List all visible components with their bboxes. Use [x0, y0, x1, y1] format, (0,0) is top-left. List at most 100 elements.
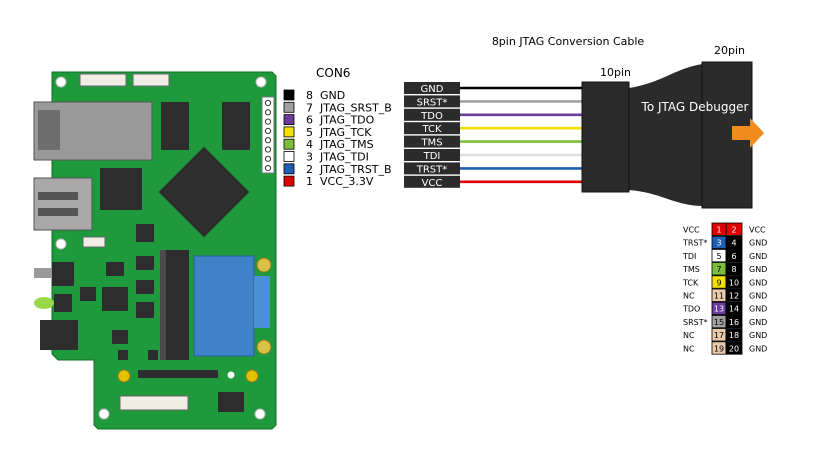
header-pin-even-number: 20	[729, 344, 739, 353]
pcb-header-pins	[264, 99, 272, 172]
audio-jack	[40, 320, 78, 350]
con6-pin-color-swatch	[283, 89, 295, 101]
con6-pin-color-swatch	[283, 101, 295, 113]
wifi-module-shield	[254, 276, 270, 328]
con6-pin-name: JTAG_TDI	[319, 151, 369, 164]
header-pin-odd-number: 17	[714, 331, 724, 340]
con6-pin-number: 7	[306, 101, 313, 114]
header-pin-right-label: GND	[749, 265, 767, 274]
header-pin-right-label: GND	[749, 318, 767, 327]
header-pin-even-cell	[725, 248, 743, 263]
wire-label-tag	[404, 95, 460, 108]
con6-pin-name: JTAG_TRST_B	[319, 163, 392, 176]
header-pin-left-label: TRST*	[682, 239, 707, 248]
fpc-connector	[79, 73, 127, 87]
pcb-header-pin	[264, 99, 272, 107]
usb-jack	[33, 177, 93, 231]
con6-pin-number: 8	[306, 89, 313, 102]
header-pin-odd-number: 9	[716, 278, 721, 287]
header-pin-even-cell	[725, 328, 743, 342]
wire-label-tag	[404, 108, 460, 121]
header-pin-even-number: 16	[729, 318, 739, 327]
card-slot	[165, 250, 189, 360]
small-chip	[148, 350, 158, 360]
wire-label-tag	[404, 82, 460, 94]
header-pin-odd-number: 19	[714, 344, 724, 353]
soc-chip	[158, 146, 250, 238]
cable-title: 8pin JTAG Conversion Cable	[492, 35, 645, 48]
ethernet-jack-face	[38, 110, 60, 150]
wire-label-tag	[404, 162, 460, 175]
header-pin-odd-number: 3	[716, 239, 721, 248]
header-pin-even-number: 6	[731, 252, 736, 261]
mounting-hole	[227, 371, 235, 379]
small-chip	[80, 287, 96, 301]
header-pin-left-label: NC	[683, 331, 695, 340]
header-pin-even-number: 4	[731, 239, 736, 248]
wire-label: TMS	[420, 138, 442, 149]
header-pin-odd-number: 15	[714, 318, 724, 327]
con6-pin-name: VCC_3.3V	[320, 175, 374, 188]
ram-chip	[161, 102, 189, 150]
header-pin-left-label: TMS	[682, 265, 700, 274]
mounting-hole	[55, 238, 67, 250]
fpc-connector	[132, 73, 170, 87]
header-pin-left-label: SRST*	[683, 318, 708, 327]
con6-pin-name: JTAG_TCK	[319, 126, 372, 139]
connector-20pin-label: 20pin	[714, 44, 745, 57]
header-pin-even-cell	[725, 262, 743, 276]
con6-pin-number: 4	[306, 138, 313, 151]
small-chip	[136, 302, 154, 318]
con6-title: CON6	[316, 66, 350, 80]
con6-pin-color-swatch	[283, 163, 295, 175]
header-pin-even-number: 10	[729, 278, 739, 287]
con6-pin-color-swatch	[283, 138, 295, 150]
usb-jack-slot	[38, 208, 78, 216]
wire-label-tag	[404, 149, 460, 161]
con6-pin-name: JTAG_SRST_B	[319, 101, 392, 114]
header-pin-left-label: VCC	[683, 226, 700, 235]
mounting-hole	[55, 76, 67, 88]
con6-pin-number: 1	[306, 175, 313, 188]
header-pin-even-number: 18	[729, 331, 739, 340]
ram-chip	[222, 102, 250, 150]
header-pin-even-number: 14	[729, 305, 739, 314]
header-pin-even-number: 2	[731, 226, 736, 235]
wire-label: TCK	[421, 124, 442, 135]
mounting-hole	[254, 408, 266, 420]
small-chip	[102, 287, 128, 311]
pcb-header-pin	[264, 146, 272, 153]
header-pin-odd-number: 7	[716, 265, 721, 274]
wire-label-tag	[404, 135, 460, 148]
wire-label: GND	[421, 84, 444, 95]
wire-label: TDO	[420, 111, 443, 122]
header-pin-right-label: GND	[749, 331, 767, 340]
wire-label-tag	[404, 175, 460, 188]
header-pin-left-label: TDI	[682, 252, 696, 261]
header-pin-even-cell	[725, 275, 743, 289]
led-body	[54, 294, 72, 312]
pcb-header-pin	[264, 137, 272, 144]
header-pin-even-cell	[725, 341, 743, 355]
pcb-board	[33, 71, 277, 430]
con6-pin-name: GND	[320, 89, 345, 102]
con6-pin-color-swatch	[283, 151, 295, 162]
con6-pin-name: JTAG_TDO	[319, 114, 375, 127]
header-pin-right-label: GND	[749, 252, 767, 261]
con6-pin-number: 2	[306, 163, 313, 176]
mounting-hole	[98, 408, 110, 420]
header-pin-odd-number: 1	[716, 226, 721, 235]
small-chip	[136, 280, 154, 294]
pcb-header-pin	[264, 109, 272, 116]
ic-chip	[100, 168, 142, 210]
pcb-header-pin	[264, 155, 272, 162]
header-pin-even-cell	[725, 301, 743, 316]
con6-pin-number: 3	[306, 151, 313, 164]
connector-10pin	[581, 81, 630, 193]
wire-label-tag	[404, 122, 460, 135]
small-chip	[136, 256, 154, 270]
header-pin-odd-number: 5	[716, 252, 721, 261]
